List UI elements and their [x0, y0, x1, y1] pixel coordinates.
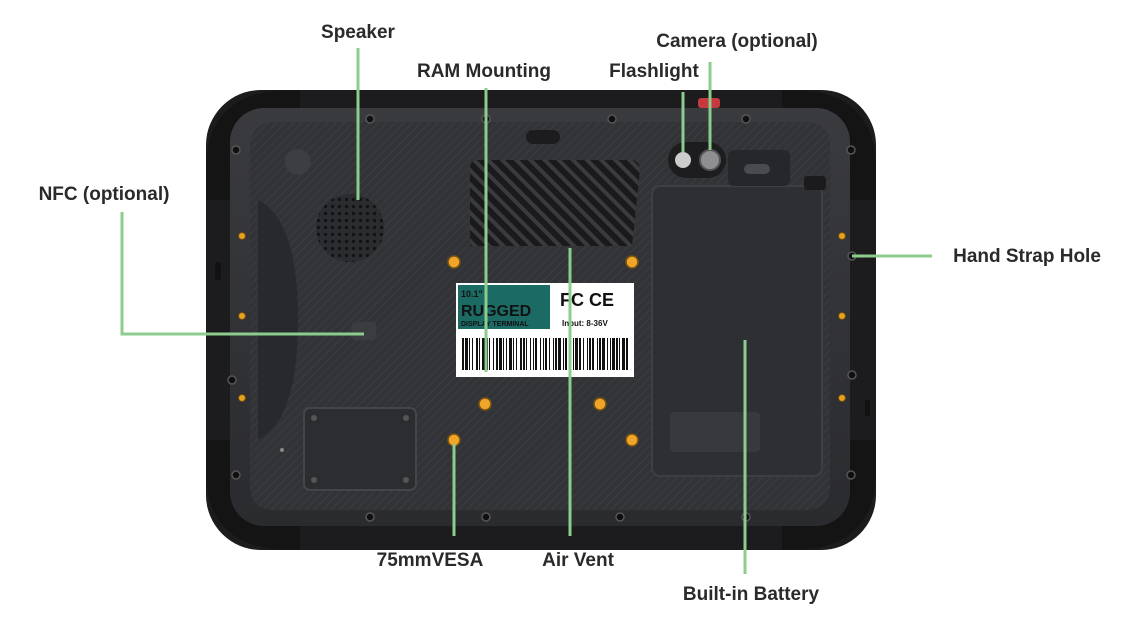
tablet-back: 10.1" RUGGED DISPLAY TERMINAL FC CE Inpu… [206, 90, 876, 550]
barcode-bar [597, 338, 598, 370]
barcode-bar [526, 338, 527, 370]
barcode-bar [469, 338, 470, 370]
callout-labels: Speaker Camera (optional) RAM Mounting F… [39, 22, 1101, 605]
barcode-bar [573, 338, 574, 370]
barcode-bar [476, 338, 478, 370]
label-brand: RUGGED [461, 303, 531, 320]
barcode-bar [626, 338, 628, 370]
label-certs: FC CE [560, 290, 614, 310]
barcode-bar [472, 338, 473, 370]
barcode-bar [506, 338, 507, 370]
barcode-bar [612, 338, 615, 370]
label-hand-strap-hole: Hand Strap Hole [953, 246, 1101, 267]
barcode-bar [479, 338, 480, 370]
barcode-bar [543, 338, 544, 370]
cover-screw [311, 415, 317, 421]
latch-tab [804, 176, 826, 190]
barcode-bar [558, 338, 561, 370]
barcode-bar [540, 338, 541, 370]
battery-label-area [670, 412, 760, 452]
barcode-bar [610, 338, 611, 370]
barcode-bar [493, 338, 494, 370]
barcode-bar [565, 338, 567, 370]
rubber-foot [285, 149, 311, 175]
side-button [865, 400, 870, 416]
leader-lines [120, 48, 932, 574]
cover-screw [403, 477, 409, 483]
top-slot [526, 130, 560, 144]
barcode-bar [563, 338, 564, 370]
label-vesa: 75mmVESA [377, 550, 484, 571]
barcode-bar [575, 338, 578, 370]
label-camera: Camera (optional) [656, 31, 818, 52]
barcode-bar [530, 338, 531, 370]
barcode-bar [462, 338, 464, 370]
barcode-bar [583, 338, 584, 370]
flashlight-lens [675, 152, 691, 168]
barcode-bar [602, 338, 605, 370]
nfc-leader [120, 212, 364, 336]
barcode-bar [589, 338, 591, 370]
label-battery: Built-in Battery [683, 584, 820, 605]
label-speaker: Speaker [321, 22, 396, 43]
cover-screw [311, 477, 317, 483]
speaker-grille [316, 194, 384, 262]
barcode-bar [592, 338, 594, 370]
barcode-bar [533, 338, 534, 370]
vesa-mount-screws [447, 255, 639, 447]
accent-screws [238, 232, 846, 402]
label-size: 10.1" [461, 289, 483, 299]
cover-plate [303, 407, 417, 491]
barcode-bar [553, 338, 554, 370]
left-grip [258, 200, 298, 440]
label-subtitle: DISPLAY TERMINAL [461, 321, 529, 328]
air-vent-grille [470, 160, 640, 246]
barcode-bar [555, 338, 557, 370]
barcode-bar [523, 338, 525, 370]
label-air-vent: Air Vent [542, 550, 614, 571]
label-nfc: NFC (optional) [39, 184, 170, 205]
cover-screw [403, 415, 409, 421]
label-flashlight: Flashlight [609, 61, 699, 82]
barcode-bar [616, 338, 618, 370]
label-ram-mounting: RAM Mounting [417, 61, 551, 82]
mic-hole [280, 448, 284, 452]
barcode-bar [503, 338, 504, 370]
camera-lens [699, 149, 721, 171]
barcode-bar [545, 338, 547, 370]
barcode-bar [499, 338, 502, 370]
barcode-bar [513, 338, 514, 370]
barcode-bar [587, 338, 588, 370]
barcode-bar [516, 338, 517, 370]
latch-switch [744, 164, 770, 174]
barcode-bar [579, 338, 581, 370]
barcode-bar [509, 338, 512, 370]
barcode-bar [535, 338, 537, 370]
barcode-bar [619, 338, 620, 370]
product-label: 10.1" RUGGED DISPLAY TERMINAL FC CE Inpu… [456, 283, 634, 377]
barcode-bar [482, 338, 485, 370]
barcode-bar [489, 338, 490, 370]
nfc-pad [352, 322, 376, 340]
barcode-bar [496, 338, 498, 370]
barcode-bar [465, 338, 468, 370]
barcode-bar [549, 338, 550, 370]
barcode-bar [607, 338, 608, 370]
barcode-bar [622, 338, 625, 370]
side-button [215, 262, 221, 280]
label-input: Input: 8-36V [562, 319, 608, 328]
label-brand-block [458, 285, 550, 329]
barcode-bar [520, 338, 522, 370]
barcode-bar [599, 338, 601, 370]
